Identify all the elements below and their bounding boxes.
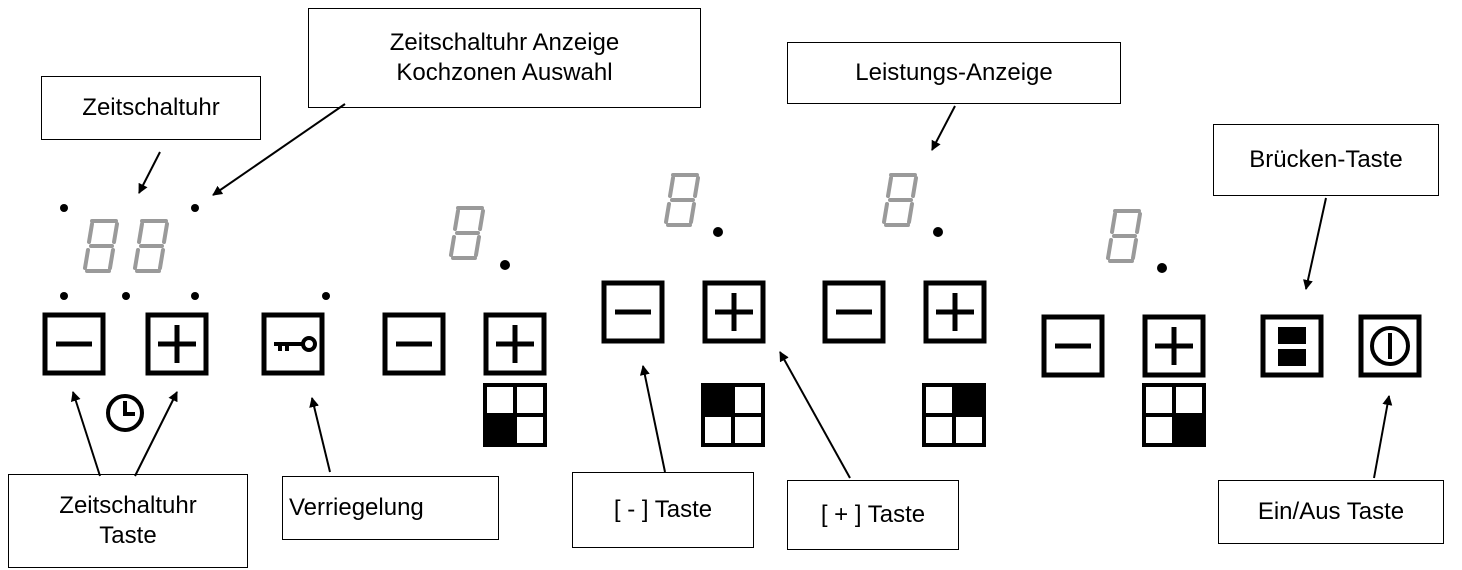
arrow-taste-minus [70,391,101,477]
arrow-anzeige [212,103,346,196]
label-verriegelung-text: Verriegelung [289,494,424,521]
arrow-verriegelung [309,397,331,473]
decimal-dot [713,227,723,237]
label-taste-line1: Zeitschaltuhr [59,492,197,519]
zone-3-plus-button[interactable] [923,280,987,344]
decimal-dot [1157,263,1167,273]
decimal-dot [933,227,943,237]
indicator-dot [191,204,199,212]
label-plus-text: [ + ] Taste [820,501,926,528]
power-icon [1370,326,1410,366]
arrow-taste-plus [134,391,178,477]
indicator-dot [60,204,68,212]
plus-icon [158,325,196,363]
label-minus-taste: [ - ] Taste [572,472,754,548]
label-taste-line2: Taste [99,522,157,549]
plus-icon [496,325,534,363]
arrow-plus-taste [779,351,851,479]
indicator-dot [322,292,330,300]
clock-icon [106,394,144,432]
decimal-dot [500,260,510,270]
timer-digit-1 [83,219,119,273]
indicator-dot [60,292,68,300]
zone-3-power-digit [882,173,918,227]
zone-1-minus-button[interactable] [382,312,446,376]
label-bruecken-taste: Brücken-Taste [1213,124,1439,196]
zone-2-power-digit [664,173,700,227]
zone-2-plus-button[interactable] [702,280,766,344]
plus-icon [1155,327,1193,365]
label-bruecken-text: Brücken-Taste [1249,146,1403,173]
label-minus-text: [ - ] Taste [613,496,713,523]
bridge-button[interactable] [1260,314,1324,378]
zone-3-minus-button[interactable] [822,280,886,344]
label-leistungs-text: Leistungs-Anzeige [855,59,1053,86]
arrow-ein-aus-taste [1373,395,1393,479]
label-anzeige-line2: Kochzonen Auswahl [396,59,613,86]
label-zeitschaltuhr-taste: Zeitschaltuhr Taste [8,474,248,568]
indicator-dot [122,292,130,300]
zone-selector-icon [922,383,986,447]
plus-icon [715,293,753,331]
label-zeitschaltuhr-text: Zeitschaltuhr [82,94,220,121]
timer-minus-button[interactable] [42,312,106,376]
indicator-dot [191,292,199,300]
label-leistungs-anzeige: Leistungs-Anzeige [787,42,1121,104]
zone-4-minus-button[interactable] [1041,314,1105,378]
power-button[interactable] [1358,314,1422,378]
arrow-bruecken-taste [1303,197,1327,290]
label-anzeige-line1: Zeitschaltuhr Anzeige [389,29,620,56]
label-zeitschaltuhr-anzeige: Zeitschaltuhr Anzeige Kochzonen Auswahl [308,8,701,108]
zone-1-plus-button[interactable] [483,312,547,376]
zone-2-minus-button[interactable] [601,280,665,344]
zone-4-power-digit [1106,209,1142,263]
bridge-icon [1278,327,1306,366]
arrow-zeitschaltuhr [138,151,161,194]
key-icon [274,336,317,352]
label-ein-aus-text: Ein/Aus Taste [1257,498,1405,525]
label-zeitschaltuhr: Zeitschaltuhr [41,76,261,140]
arrow-leistungs-anzeige [931,105,956,151]
arrow-minus-taste [639,365,666,473]
zone-1-power-digit [449,206,485,260]
timer-digit-2 [133,219,169,273]
zone-selector-icon [483,383,547,447]
label-ein-aus-taste: Ein/Aus Taste [1218,480,1444,544]
timer-plus-button[interactable] [145,312,209,376]
label-plus-taste: [ + ] Taste [787,480,959,550]
plus-icon [936,293,974,331]
label-verriegelung: Verriegelung [282,476,499,540]
zone-selector-icon [1142,383,1206,447]
zone-4-plus-button[interactable] [1142,314,1206,378]
lock-button[interactable] [261,312,325,376]
zone-selector-icon [701,383,765,447]
